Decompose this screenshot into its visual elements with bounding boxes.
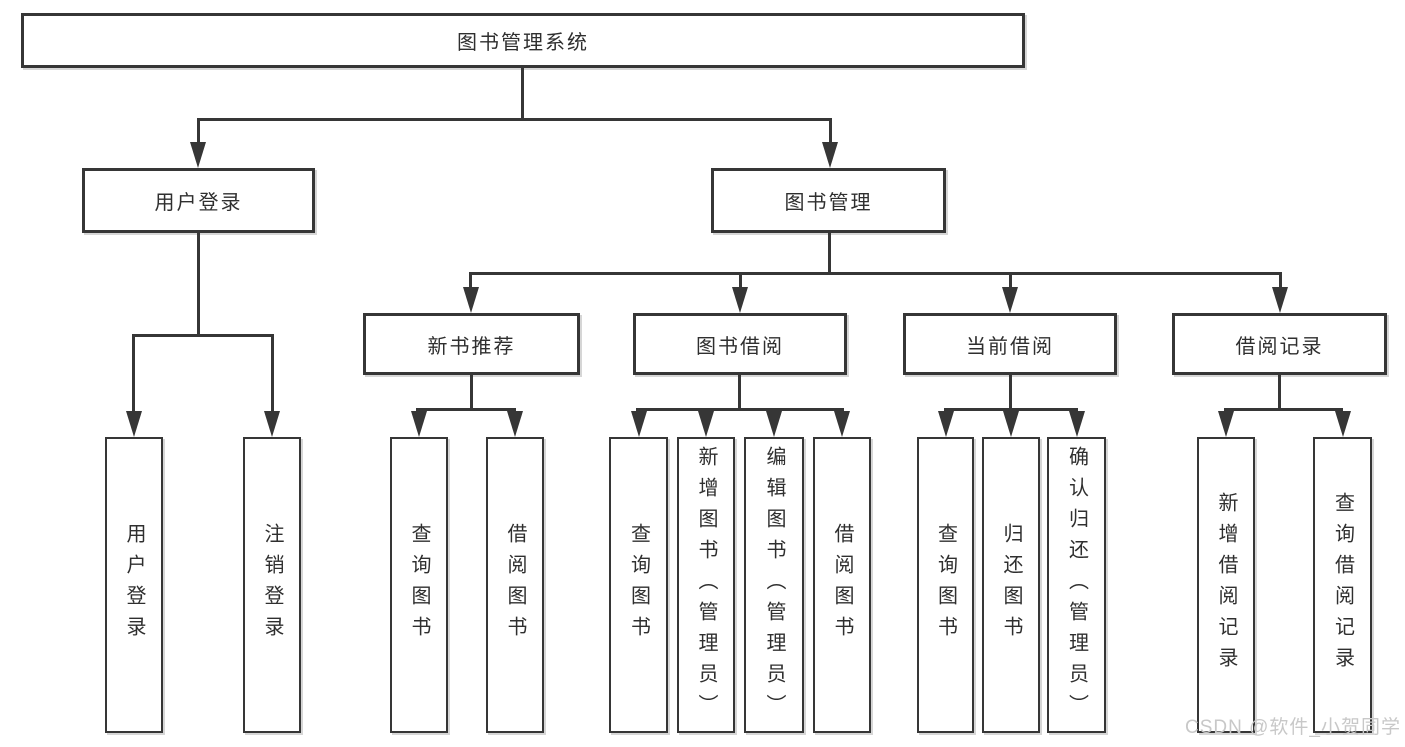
leaf-logout: 注销登录: [243, 437, 301, 733]
leaf-borrow-books-2-label: 借阅图书: [831, 523, 853, 647]
connector-line: [416, 408, 516, 411]
connector-line: [1009, 375, 1012, 410]
leaf-add-borrow-record-label: 新增借阅记录: [1215, 492, 1237, 678]
node-user-login-label: 用户登录: [154, 192, 243, 214]
connector-line: [739, 274, 742, 290]
csdn-watermark: CSDN @软件_小贺同学: [1185, 717, 1401, 738]
leaf-query-books-3-label: 查询图书: [934, 523, 957, 647]
node-root-label: 图书管理系统: [457, 32, 589, 54]
leaf-query-borrow-record: 查询借阅记录: [1313, 437, 1372, 733]
arrow-down-icon: [463, 287, 479, 313]
leaf-confirm-return-admin-label: 确认归还（管理员）: [1065, 445, 1088, 725]
node-root: 图书管理系统: [21, 13, 1025, 68]
arrow-down-icon: [938, 411, 954, 437]
node-book-management: 图书管理: [711, 168, 946, 233]
leaf-edit-books-admin: 编辑图书（管理员）: [744, 437, 804, 733]
connector-line: [1009, 274, 1012, 290]
arrow-down-icon: [1003, 411, 1019, 437]
node-book-borrowing: 图书借阅: [633, 313, 847, 375]
connector-line: [469, 272, 1282, 275]
leaf-edit-books-admin-label: 编辑图书（管理员）: [763, 445, 785, 725]
connector-line: [197, 118, 832, 121]
connector-line: [271, 336, 274, 414]
node-current-borrowing: 当前借阅: [903, 313, 1117, 375]
connector-line: [828, 233, 831, 274]
leaf-add-books-admin-label: 新增图书（管理员）: [695, 445, 717, 725]
arrow-down-icon: [126, 411, 142, 437]
arrow-down-icon: [264, 411, 280, 437]
connector-line: [197, 118, 200, 146]
node-borrowing-records-label: 借阅记录: [1235, 335, 1324, 358]
arrow-down-icon: [190, 142, 206, 168]
leaf-confirm-return-admin: 确认归还（管理员）: [1047, 437, 1106, 733]
connector-line: [197, 233, 200, 336]
connector-line: [1278, 375, 1281, 410]
arrow-down-icon: [1272, 287, 1288, 313]
node-user-login: 用户登录: [82, 168, 315, 233]
arrow-down-icon: [631, 411, 647, 437]
arrow-down-icon: [1002, 287, 1018, 313]
node-borrowing-records: 借阅记录: [1172, 313, 1387, 375]
leaf-return-books: 归还图书: [982, 437, 1040, 733]
node-current-borrowing-label: 当前借阅: [966, 335, 1054, 358]
connector-line: [469, 274, 472, 290]
node-book-borrowing-label: 图书借阅: [696, 335, 784, 358]
node-new-book-recommend-label: 新书推荐: [427, 335, 516, 358]
leaf-borrow-books-1-label: 借阅图书: [504, 523, 526, 647]
arrow-down-icon: [732, 287, 748, 313]
leaf-user-login: 用户登录: [105, 437, 163, 733]
connector-line: [132, 334, 274, 337]
arrow-down-icon: [1218, 411, 1234, 437]
arrow-down-icon: [1335, 411, 1351, 437]
arrow-down-icon: [411, 411, 427, 437]
arrow-down-icon: [834, 411, 850, 437]
connector-line: [521, 68, 524, 120]
leaf-query-books-2-label: 查询图书: [627, 523, 650, 647]
leaf-query-books-2: 查询图书: [609, 437, 668, 733]
leaf-query-books-3: 查询图书: [917, 437, 974, 733]
arrow-down-icon: [507, 411, 523, 437]
leaf-add-borrow-record: 新增借阅记录: [1197, 437, 1255, 733]
leaf-query-borrow-record-label: 查询借阅记录: [1331, 492, 1354, 678]
connector-line: [132, 336, 135, 414]
arrow-down-icon: [1069, 411, 1085, 437]
leaf-query-books-1-label: 查询图书: [408, 523, 430, 647]
connector-line: [829, 118, 832, 146]
connector-line: [944, 408, 1078, 411]
leaf-query-books-1: 查询图书: [390, 437, 448, 733]
connector-line: [470, 375, 473, 410]
leaf-borrow-books-2: 借阅图书: [813, 437, 871, 733]
connector-line: [1279, 274, 1282, 290]
connector-line: [636, 408, 844, 411]
leaf-return-books-label: 归还图书: [1000, 523, 1022, 647]
node-new-book-recommend: 新书推荐: [363, 313, 580, 375]
arrow-down-icon: [698, 411, 714, 437]
arrow-down-icon: [766, 411, 782, 437]
leaf-add-books-admin: 新增图书（管理员）: [677, 437, 735, 733]
connector-line: [738, 375, 741, 410]
leaf-logout-label: 注销登录: [261, 523, 283, 647]
node-book-management-label: 图书管理: [784, 192, 873, 214]
leaf-borrow-books-1: 借阅图书: [486, 437, 544, 733]
leaf-user-login-label: 用户登录: [123, 523, 145, 647]
arrow-down-icon: [822, 142, 838, 168]
connector-line: [1224, 408, 1343, 411]
